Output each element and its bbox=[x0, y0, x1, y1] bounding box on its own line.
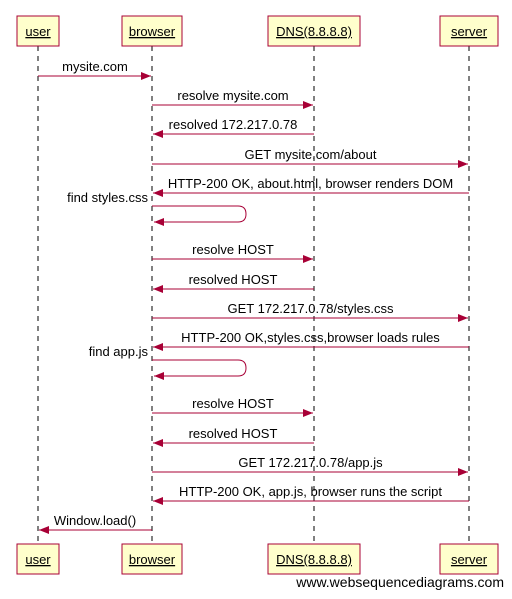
participant-top-user: user bbox=[16, 15, 60, 47]
arrowhead bbox=[153, 343, 163, 351]
arrowhead bbox=[154, 372, 164, 380]
message-label: resolved HOST bbox=[189, 426, 278, 441]
message-1: mysite.com bbox=[38, 59, 151, 80]
message-label: HTTP-200 OK,styles.css,browser loads rul… bbox=[181, 330, 440, 345]
arrowhead bbox=[458, 160, 468, 168]
message-7: resolve HOST bbox=[152, 242, 313, 263]
participant-box bbox=[16, 15, 60, 47]
participant-box bbox=[267, 543, 361, 575]
participant-box bbox=[267, 15, 361, 47]
arrowhead bbox=[153, 285, 163, 293]
message-label: GET 172.217.0.78/styles.css bbox=[228, 301, 394, 316]
message-label: find app.js bbox=[89, 344, 149, 359]
message-16: Window.load() bbox=[39, 513, 152, 534]
message-label: GET 172.217.0.78/app.js bbox=[238, 455, 383, 470]
arrowhead bbox=[303, 409, 313, 417]
message-11: find app.js bbox=[89, 344, 247, 380]
message-9: GET 172.217.0.78/styles.css bbox=[152, 301, 468, 322]
message-label: mysite.com bbox=[62, 59, 128, 74]
participant-label: DNS(8.8.8.8) bbox=[276, 24, 352, 39]
participant-top-server: server bbox=[439, 15, 499, 47]
participant-label: browser bbox=[129, 24, 176, 39]
arrowhead bbox=[303, 101, 313, 109]
participant-label: server bbox=[451, 24, 488, 39]
message-label: resolved HOST bbox=[189, 272, 278, 287]
message-4: GET mysite.com/about bbox=[152, 147, 468, 168]
message-label: resolve HOST bbox=[192, 396, 274, 411]
message-10: HTTP-200 OK,styles.css,browser loads rul… bbox=[153, 330, 469, 351]
arrowhead bbox=[141, 72, 151, 80]
arrowhead bbox=[153, 189, 163, 197]
message-label: resolve HOST bbox=[192, 242, 274, 257]
message-label: HTTP-200 OK, about.html, browser renders… bbox=[168, 176, 453, 191]
self-message-line bbox=[152, 205, 247, 223]
message-3: resolved 172.217.0.78 bbox=[153, 117, 314, 138]
arrowhead bbox=[458, 468, 468, 476]
participant-label: DNS(8.8.8.8) bbox=[276, 552, 352, 567]
message-label: HTTP-200 OK, app.js, browser runs the sc… bbox=[179, 484, 442, 499]
arrowhead bbox=[458, 314, 468, 322]
participant-box bbox=[121, 543, 183, 575]
participant-top-browser: browser bbox=[121, 15, 183, 47]
message-label: resolved 172.217.0.78 bbox=[169, 117, 298, 132]
message-8: resolved HOST bbox=[153, 272, 314, 293]
message-label: find styles.css bbox=[67, 190, 148, 205]
message-13: resolved HOST bbox=[153, 426, 314, 447]
arrowhead bbox=[39, 526, 49, 534]
message-6: find styles.css bbox=[67, 190, 247, 226]
message-14: GET 172.217.0.78/app.js bbox=[152, 455, 468, 476]
arrowhead bbox=[153, 130, 163, 138]
participant-label: server bbox=[451, 552, 488, 567]
message-label: Window.load() bbox=[54, 513, 136, 528]
message-5: HTTP-200 OK, about.html, browser renders… bbox=[153, 176, 469, 197]
participant-label: user bbox=[25, 24, 51, 39]
self-message-line bbox=[152, 359, 247, 377]
arrowhead bbox=[303, 255, 313, 263]
participant-box bbox=[439, 543, 499, 575]
participant-label: user bbox=[25, 552, 51, 567]
message-label: GET mysite.com/about bbox=[245, 147, 377, 162]
participant-box bbox=[439, 15, 499, 47]
watermark: www.websequencediagrams.com bbox=[296, 574, 504, 590]
arrowhead bbox=[153, 497, 163, 505]
participant-label: browser bbox=[129, 552, 176, 567]
participant-bottom-browser: browser bbox=[121, 543, 183, 575]
arrowhead bbox=[154, 218, 164, 226]
participant-box bbox=[16, 543, 60, 575]
participant-box bbox=[121, 15, 183, 47]
participant-bottom-dns-8-8-8-8: DNS(8.8.8.8) bbox=[267, 543, 361, 575]
message-2: resolve mysite.com bbox=[152, 88, 313, 109]
message-15: HTTP-200 OK, app.js, browser runs the sc… bbox=[153, 484, 469, 505]
participant-top-dns-8-8-8-8: DNS(8.8.8.8) bbox=[267, 15, 361, 47]
participant-bottom-user: user bbox=[16, 543, 60, 575]
arrowhead bbox=[153, 439, 163, 447]
message-label: resolve mysite.com bbox=[177, 88, 288, 103]
message-12: resolve HOST bbox=[152, 396, 313, 417]
participant-bottom-server: server bbox=[439, 543, 499, 575]
